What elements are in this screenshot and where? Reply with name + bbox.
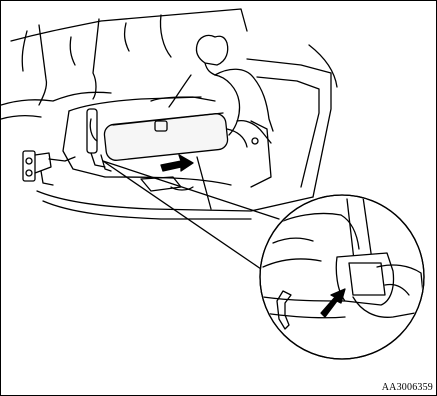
zoom-detail	[260, 195, 425, 359]
figure-code: AA3006359	[382, 382, 433, 394]
direction-arrow	[161, 155, 193, 171]
